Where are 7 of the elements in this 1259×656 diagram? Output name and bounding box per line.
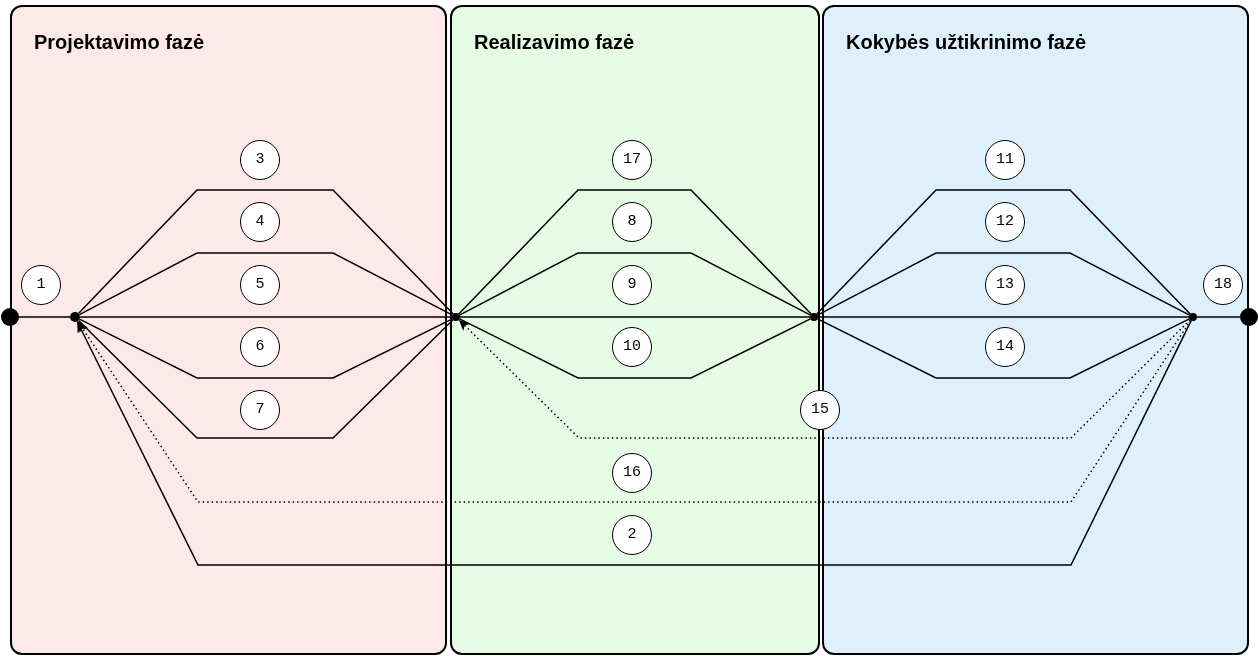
phase-heading: Realizavimo fazė	[474, 30, 635, 55]
phase-band	[10, 5, 447, 655]
arrow	[76, 319, 1192, 566]
dotted-arrow	[458, 319, 1191, 439]
dotted-arrow	[77, 319, 1192, 503]
phase-heading: Kokybės užtikrinimo fazė	[846, 30, 1087, 55]
phase-heading: Projektavimo fazė	[34, 30, 205, 55]
